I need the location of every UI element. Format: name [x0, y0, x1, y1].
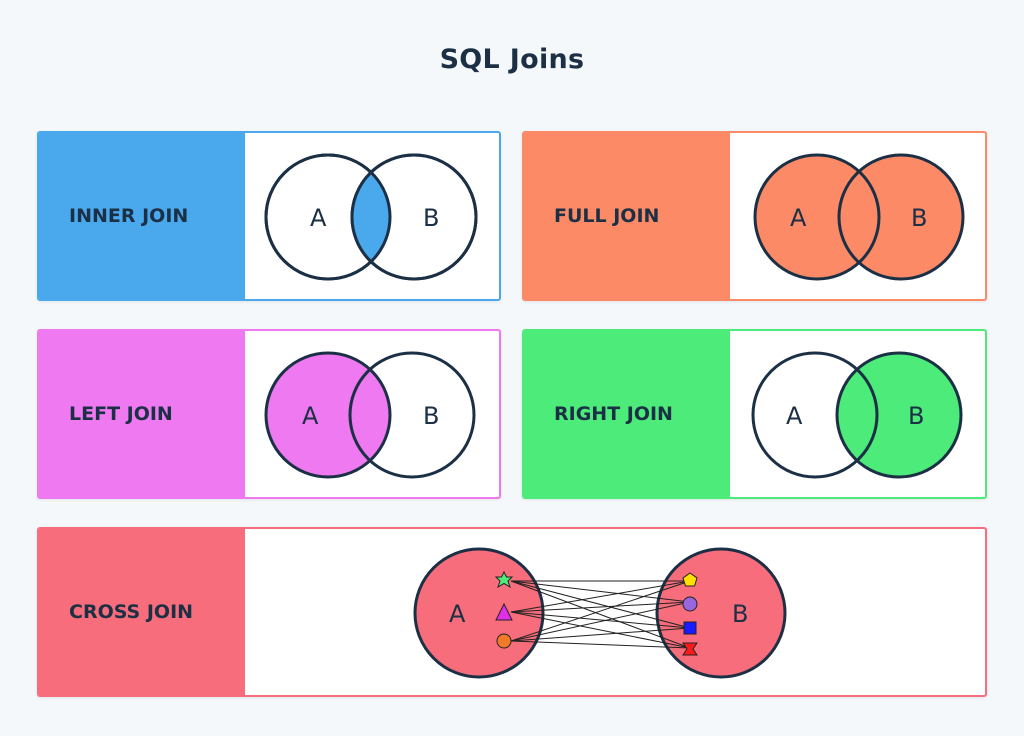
full-join-card: FULL JOIN A B — [522, 131, 987, 301]
cross-join-diagram: A B — [413, 547, 787, 679]
star-shape — [494, 570, 514, 589]
right-join-set-a: A — [786, 402, 803, 430]
left-join-set-a: A — [302, 402, 319, 430]
left-join-label: LEFT JOIN — [69, 403, 173, 425]
inner-join-set-a: A — [310, 204, 327, 232]
circle-shape — [682, 596, 698, 612]
cross-join-set-a: A — [449, 600, 466, 628]
full-join-label: FULL JOIN — [554, 205, 660, 227]
left-join-label-panel: LEFT JOIN — [39, 331, 245, 497]
right-join-venn: A B — [751, 351, 963, 479]
cross-join-card: CROSS JOIN A B — [37, 527, 987, 697]
cross-join-label-panel: CROSS JOIN — [39, 529, 245, 695]
full-join-set-a: A — [790, 204, 807, 232]
inner-join-label: INNER JOIN — [69, 205, 189, 227]
right-join-label-panel: RIGHT JOIN — [524, 331, 730, 497]
left-join-card: LEFT JOIN A B — [37, 329, 501, 499]
cross-join-set-b: B — [732, 600, 748, 628]
circle-shape — [496, 633, 512, 649]
inner-join-card: INNER JOIN A B — [37, 131, 501, 301]
pentagon-shape — [682, 572, 698, 587]
inner-join-venn: A B — [264, 153, 478, 281]
cross-join-label: CROSS JOIN — [69, 601, 194, 623]
cross-join-connection-lines — [510, 580, 691, 649]
bowtie-shape — [682, 642, 698, 656]
full-join-set-b: B — [911, 204, 927, 232]
right-join-card: RIGHT JOIN A B — [522, 329, 987, 499]
inner-join-label-panel: INNER JOIN — [39, 133, 245, 299]
right-join-set-b: B — [908, 402, 924, 430]
page-title: SQL Joins — [439, 44, 585, 75]
triangle-shape — [495, 602, 513, 621]
square-shape — [683, 621, 697, 635]
cross-join-set-b-circle — [655, 547, 787, 679]
inner-join-set-b: B — [423, 204, 439, 232]
left-join-set-b: B — [423, 402, 439, 430]
full-join-venn: A B — [753, 153, 965, 281]
full-join-label-panel: FULL JOIN — [524, 133, 730, 299]
right-join-label: RIGHT JOIN — [554, 403, 673, 425]
left-join-venn: A B — [264, 351, 476, 479]
